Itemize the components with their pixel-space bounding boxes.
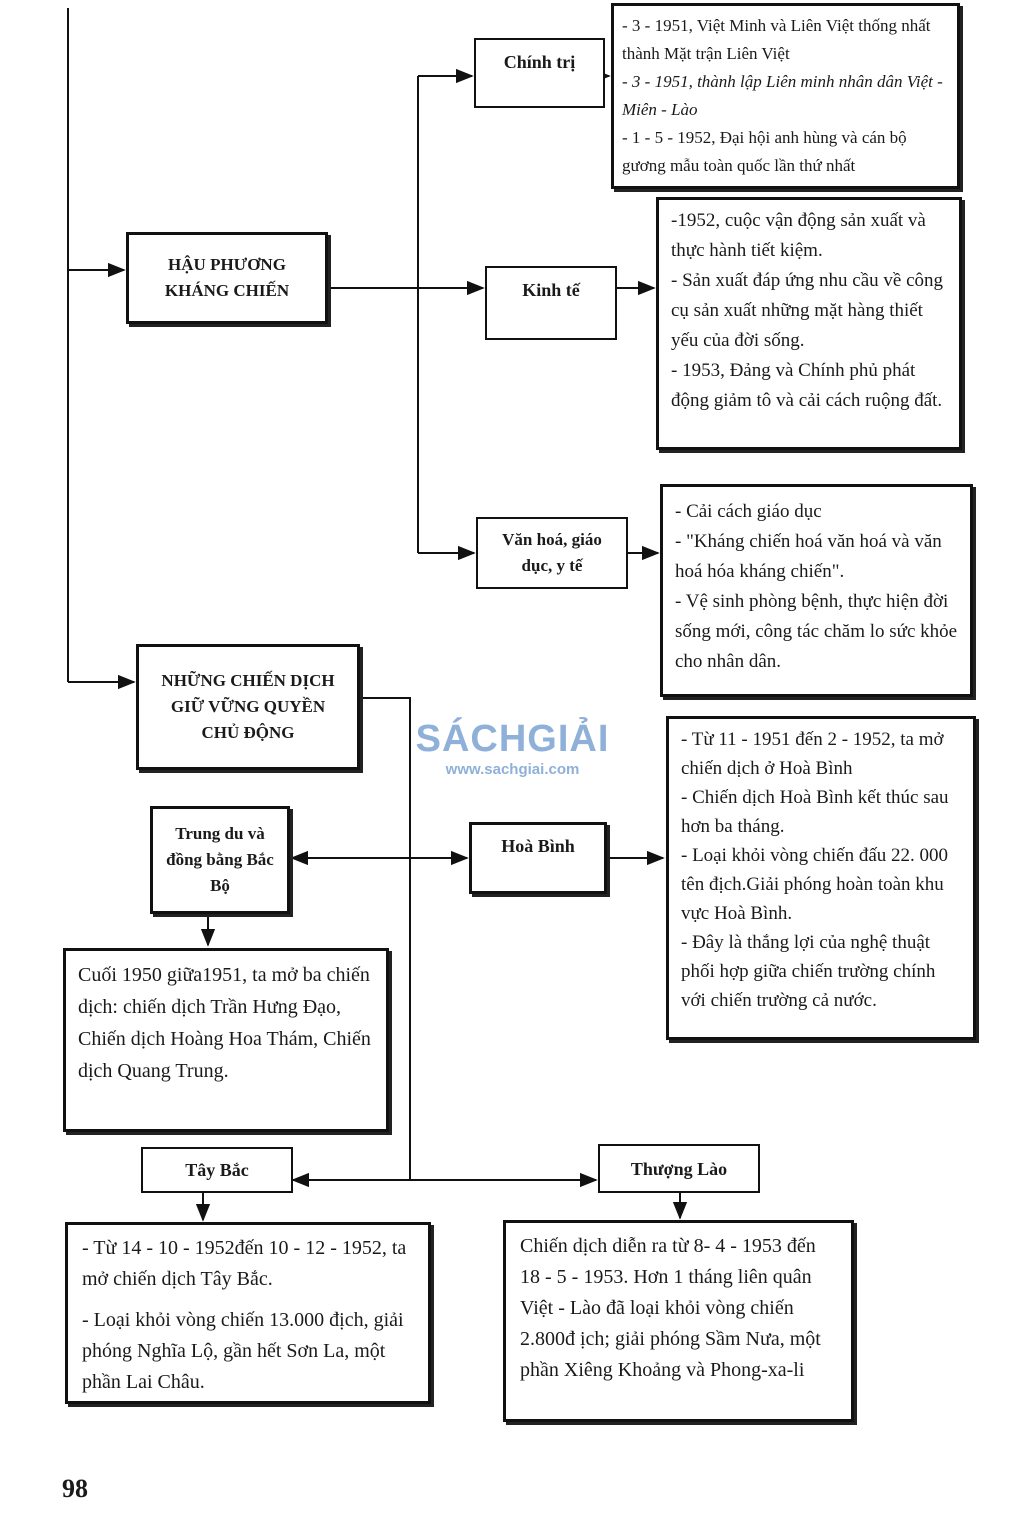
hoa-binh-detail-4: - Đây là thắng lợi của nghệ thuật phối h… <box>681 932 936 1011</box>
chinh-tri-detail-1: - 3 - 1951, Việt Minh và Liên Việt thống… <box>622 16 931 63</box>
hoa-binh-detail-3: - Loại khỏi vòng chiến đấu 22. 000 tên đ… <box>681 845 949 924</box>
kinh-te-detail-text: -1952, cuộc vận động sản xuất và thực hà… <box>659 200 959 447</box>
hoa-binh-detail-2: - Chiến dịch Hoà Bình kết thúc sau hơn b… <box>681 787 949 837</box>
van-hoa-detail-text: - Cải cách giáo dục - "Kháng chiến hoá v… <box>663 487 970 694</box>
van-hoa-box: Văn hoá, giáo dục, y tế <box>476 517 628 589</box>
kinh-te-box: Kinh tế <box>485 266 617 340</box>
tay-bac-label: Tây Bắc <box>185 1160 249 1180</box>
thuong-lao-detail-text: Chiến dịch diễn ra từ 8- 4 - 1953 đến 18… <box>520 1235 821 1381</box>
kinh-te-detail-1: -1952, cuộc vận động sản xuất và thực hà… <box>671 210 926 261</box>
trung-du-detail-box: Cuối 1950 giữa1951, ta mở ba chiến dịch:… <box>63 948 389 1132</box>
hoa-binh-detail-box: - Từ 11 - 1951 đến 2 - 1952, ta mở chiến… <box>666 716 976 1040</box>
nhung-chien-dich-label: NHỮNG CHIẾN DỊCH GIỮ VỮNG QUYỀN CHỦ ĐỘNG <box>161 671 335 742</box>
van-hoa-detail-box: - Cải cách giáo dục - "Kháng chiến hoá v… <box>660 484 973 697</box>
kinh-te-label: Kinh tế <box>522 280 580 300</box>
trung-du-box: Trung du và đồng bằng Bắc Bộ <box>150 806 290 914</box>
chinh-tri-box: Chính trị <box>474 38 605 108</box>
chinh-tri-detail-box: - 3 - 1951, Việt Minh và Liên Việt thống… <box>611 3 960 189</box>
chinh-tri-label: Chính trị <box>503 52 576 72</box>
van-hoa-detail-1: - Cải cách giáo dục <box>675 501 822 522</box>
tay-bac-box: Tây Bắc <box>141 1147 293 1193</box>
hau-phuong-box: HẬU PHƯƠNG KHÁNG CHIẾN <box>126 232 328 324</box>
tay-bac-detail-box: - Từ 14 - 10 - 1952đến 10 - 12 - 1952, t… <box>65 1222 431 1404</box>
hoa-binh-label: Hoà Bình <box>501 836 575 856</box>
trung-du-detail-text: Cuối 1950 giữa1951, ta mở ba chiến dịch:… <box>78 964 371 1082</box>
tay-bac-detail-2: - Loại khỏi vòng chiến 13.000 địch, giải… <box>82 1309 404 1393</box>
thuong-lao-detail-box: Chiến dịch diễn ra từ 8- 4 - 1953 đến 18… <box>503 1220 854 1422</box>
thuong-lao-box: Thượng Lào <box>598 1144 760 1193</box>
chinh-tri-detail-text: - 3 - 1951, Việt Minh và Liên Việt thống… <box>614 6 957 186</box>
page-number: 98 <box>62 1474 88 1503</box>
nhung-chien-dich-box: NHỮNG CHIẾN DỊCH GIỮ VỮNG QUYỀN CHỦ ĐỘNG <box>136 644 360 770</box>
van-hoa-label: Văn hoá, giáo dục, y tế <box>502 530 602 575</box>
hau-phuong-label: HẬU PHƯƠNG KHÁNG CHIẾN <box>164 255 290 300</box>
kinh-te-detail-box: -1952, cuộc vận động sản xuất và thực hà… <box>656 197 962 450</box>
kinh-te-detail-2: - Sản xuất đáp ứng nhu cầu về công cụ sả… <box>671 270 944 351</box>
van-hoa-detail-3: - Vệ sinh phòng bệnh, thực hiện đời sống… <box>675 591 958 672</box>
tay-bac-detail-1: - Từ 14 - 10 - 1952đến 10 - 12 - 1952, t… <box>82 1237 407 1290</box>
hoa-binh-box: Hoà Bình <box>469 822 607 894</box>
trung-du-label: Trung du và đồng bằng Bắc Bộ <box>166 824 274 895</box>
line-nhung-chien-dich-out <box>360 697 411 1180</box>
tay-bac-detail-text: - Từ 14 - 10 - 1952đến 10 - 12 - 1952, t… <box>68 1225 428 1401</box>
hoa-binh-detail-text: - Từ 11 - 1951 đến 2 - 1952, ta mở chiến… <box>669 719 973 1037</box>
van-hoa-detail-2: - "Kháng chiến hoá văn hoá và văn hoá hó… <box>675 531 942 582</box>
hoa-binh-detail-1: - Từ 11 - 1951 đến 2 - 1952, ta mở chiến… <box>681 729 944 779</box>
chinh-tri-detail-3: - 1 - 5 - 1952, Đại hội anh hùng và cán … <box>622 128 907 175</box>
chinh-tri-detail-2: - 3 - 1951, thành lập Liên minh nhân dân… <box>622 72 943 119</box>
kinh-te-detail-3: - 1953, Đảng và Chính phủ phát động giảm… <box>671 360 943 411</box>
watermark: SÁCHGIẢI www.sachgiai.com <box>410 718 615 778</box>
watermark-brand: SÁCHGIẢI <box>415 718 610 760</box>
thuong-lao-label: Thượng Lào <box>630 1158 728 1179</box>
watermark-url: www.sachgiai.com <box>445 761 580 778</box>
